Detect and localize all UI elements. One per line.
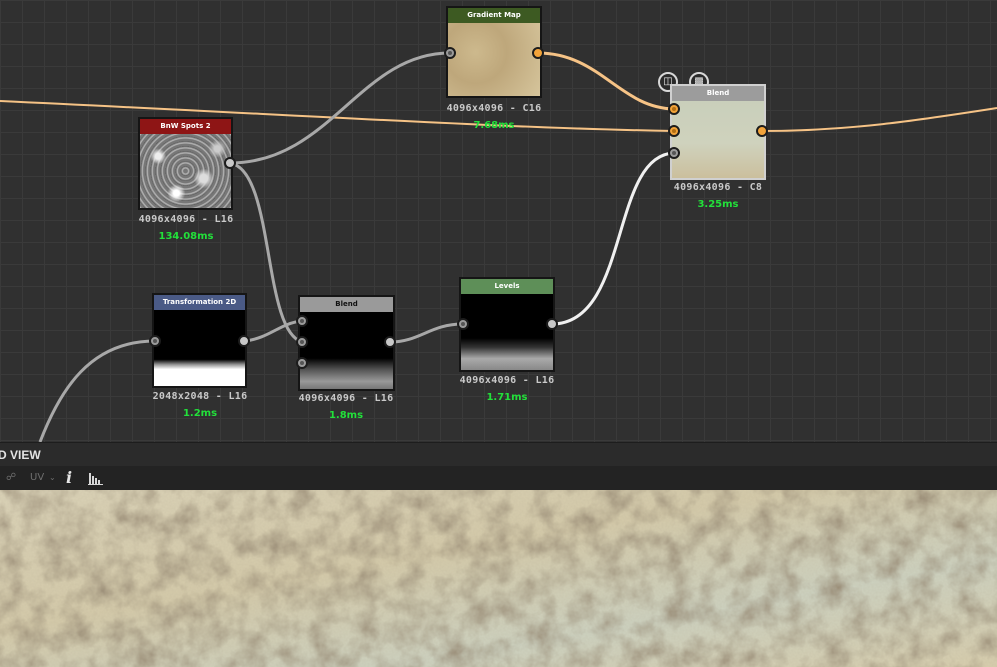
wire-bnw-to-gradient — [229, 51, 451, 165]
node-bnw-spots[interactable]: BnW Spots 2 — [138, 117, 233, 210]
node-time: 1.8ms — [328, 410, 364, 421]
node-time: 1.71ms — [486, 392, 528, 403]
share-icon[interactable]: ☍ — [6, 472, 17, 483]
node-resolution: 4096x4096 - L16 — [138, 214, 234, 225]
node-thumbnail — [672, 101, 764, 178]
node-header: Blend — [300, 297, 393, 312]
node-header: Blend — [672, 86, 764, 101]
chevron-down-icon[interactable]: ⌄ — [49, 473, 56, 482]
wire-levels-to-blend — [551, 151, 675, 326]
input-port-foreground[interactable] — [296, 315, 308, 327]
node-gradient-map[interactable]: Gradient Map — [446, 6, 542, 98]
node-blend-small[interactable]: Blend — [298, 295, 395, 391]
wire-blend-small-to-levels — [389, 322, 464, 344]
node-time: 1.2ms — [182, 408, 218, 419]
input-port-foreground[interactable] — [668, 103, 680, 115]
input-port-background[interactable] — [296, 336, 308, 348]
info-icon[interactable]: i — [66, 468, 73, 487]
view-toolbar: ☍ UV ⌄ i — [0, 466, 997, 490]
node-transformation-2d[interactable]: Transformation 2D — [152, 293, 247, 388]
output-port[interactable] — [238, 335, 250, 347]
node-time: 3.25ms — [697, 199, 739, 210]
output-port[interactable] — [546, 318, 558, 330]
node-time: 7.68ms — [473, 120, 515, 131]
node-header: Gradient Map — [448, 8, 540, 23]
texture-preview-image — [0, 490, 997, 667]
wire-in-transformation — [38, 339, 156, 442]
input-port[interactable] — [149, 335, 161, 347]
node-header: Levels — [461, 279, 553, 294]
node-header: Transformation 2D — [154, 295, 245, 310]
node-time: 134.08ms — [158, 231, 214, 242]
node-resolution: 2048x2048 - L16 — [152, 391, 248, 402]
input-port[interactable] — [444, 47, 456, 59]
node-resolution: 4096x4096 - L16 — [459, 375, 555, 386]
node-thumbnail — [448, 23, 540, 96]
view-panel-header: D VIEW — [0, 442, 997, 467]
node-blend-main[interactable]: Blend — [670, 84, 766, 180]
wire-bnw-to-blend-small — [229, 161, 303, 344]
output-port[interactable] — [224, 157, 236, 169]
output-port[interactable] — [384, 336, 396, 348]
output-port[interactable] — [532, 47, 544, 59]
node-thumbnail — [154, 310, 245, 386]
wire-long-orange-right — [761, 107, 997, 132]
node-resolution: 4096x4096 - C16 — [446, 103, 542, 114]
node-levels[interactable]: Levels — [459, 277, 555, 372]
view-panel-title: D VIEW — [0, 448, 41, 462]
input-port[interactable] — [457, 318, 469, 330]
node-graph-canvas[interactable]: Gradient Map 4096x4096 - C16 7.68ms BnW … — [0, 0, 997, 442]
input-port-background[interactable] — [668, 125, 680, 137]
graph-wires — [0, 51, 997, 442]
input-port-opacity[interactable] — [296, 357, 308, 369]
node-thumbnail — [300, 312, 393, 389]
input-port-opacity[interactable] — [668, 147, 680, 159]
output-port[interactable] — [756, 125, 768, 137]
node-resolution: 4096x4096 - C8 — [673, 182, 763, 193]
wire-gradient-to-blend — [537, 51, 675, 111]
histogram-icon[interactable] — [88, 471, 104, 485]
node-header: BnW Spots 2 — [140, 119, 231, 134]
node-resolution: 4096x4096 - L16 — [298, 393, 394, 404]
uv-dropdown[interactable]: UV — [30, 472, 45, 483]
node-thumbnail — [461, 294, 553, 370]
texture-preview[interactable] — [0, 490, 997, 667]
node-thumbnail — [140, 134, 231, 208]
wire-long-orange-left — [0, 100, 675, 132]
